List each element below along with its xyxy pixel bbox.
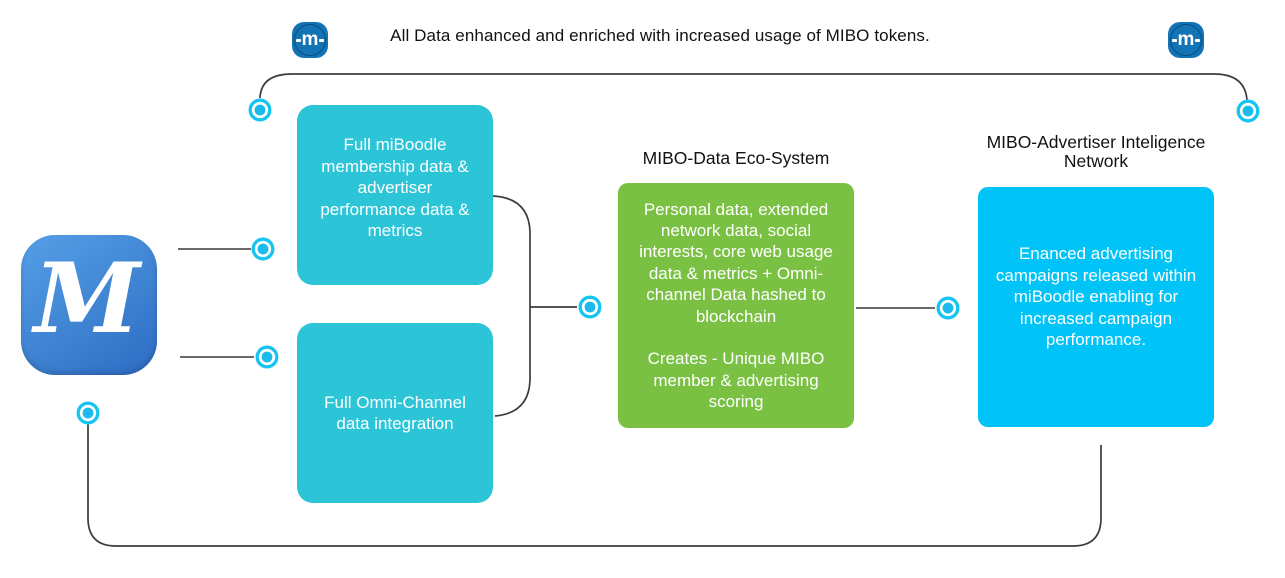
token-letter: m (301, 28, 319, 50)
top-caption: All Data enhanced and enriched with incr… (390, 26, 930, 45)
ecosystem-title: MIBO-Data Eco-System (642, 148, 830, 168)
connector-node-advertiser (936, 296, 960, 320)
ecosystem-paragraph-1: Personal data, extended network data, so… (639, 199, 833, 326)
connector-node-top-right (1236, 99, 1260, 123)
wire-bracket (492, 195, 531, 417)
ecosystem-paragraph-2: Creates - Unique MIBO member & advertisi… (647, 349, 825, 411)
omni-channel-text: Full Omni-Channel data integration (324, 392, 466, 433)
token-letter: m (1177, 28, 1195, 50)
mibo-token-icon: m (292, 22, 328, 58)
token-ring (294, 24, 326, 56)
ecosystem-box: Personal data, extended network data, so… (618, 183, 854, 428)
membership-data-box: Full miBoodle membership data & advertis… (297, 105, 493, 285)
advertiser-text: Enanced advertising campaigns released w… (995, 244, 1197, 350)
omni-channel-box: Full Omni-Channel data integration (297, 323, 493, 503)
miboodle-logo: M (21, 235, 157, 375)
connector-node-membership (251, 237, 275, 261)
advertiser-title: MIBO-Advertiser Inteligence Network (986, 132, 1206, 172)
mibo-token-icon: m (1168, 22, 1204, 58)
connector-node-ecosystem (578, 295, 602, 319)
connector-node-top-left (248, 98, 272, 122)
wire-top (259, 73, 1248, 101)
wire-bottom (87, 424, 1102, 547)
miboodle-logo-letter: M (33, 242, 141, 355)
token-ring (1170, 24, 1202, 56)
connector-node-bottom-left (76, 401, 100, 425)
advertiser-box: Enanced advertising campaigns released w… (978, 187, 1214, 427)
connector-node-omni (255, 345, 279, 369)
membership-data-text: Full miBoodle membership data & advertis… (320, 135, 470, 241)
